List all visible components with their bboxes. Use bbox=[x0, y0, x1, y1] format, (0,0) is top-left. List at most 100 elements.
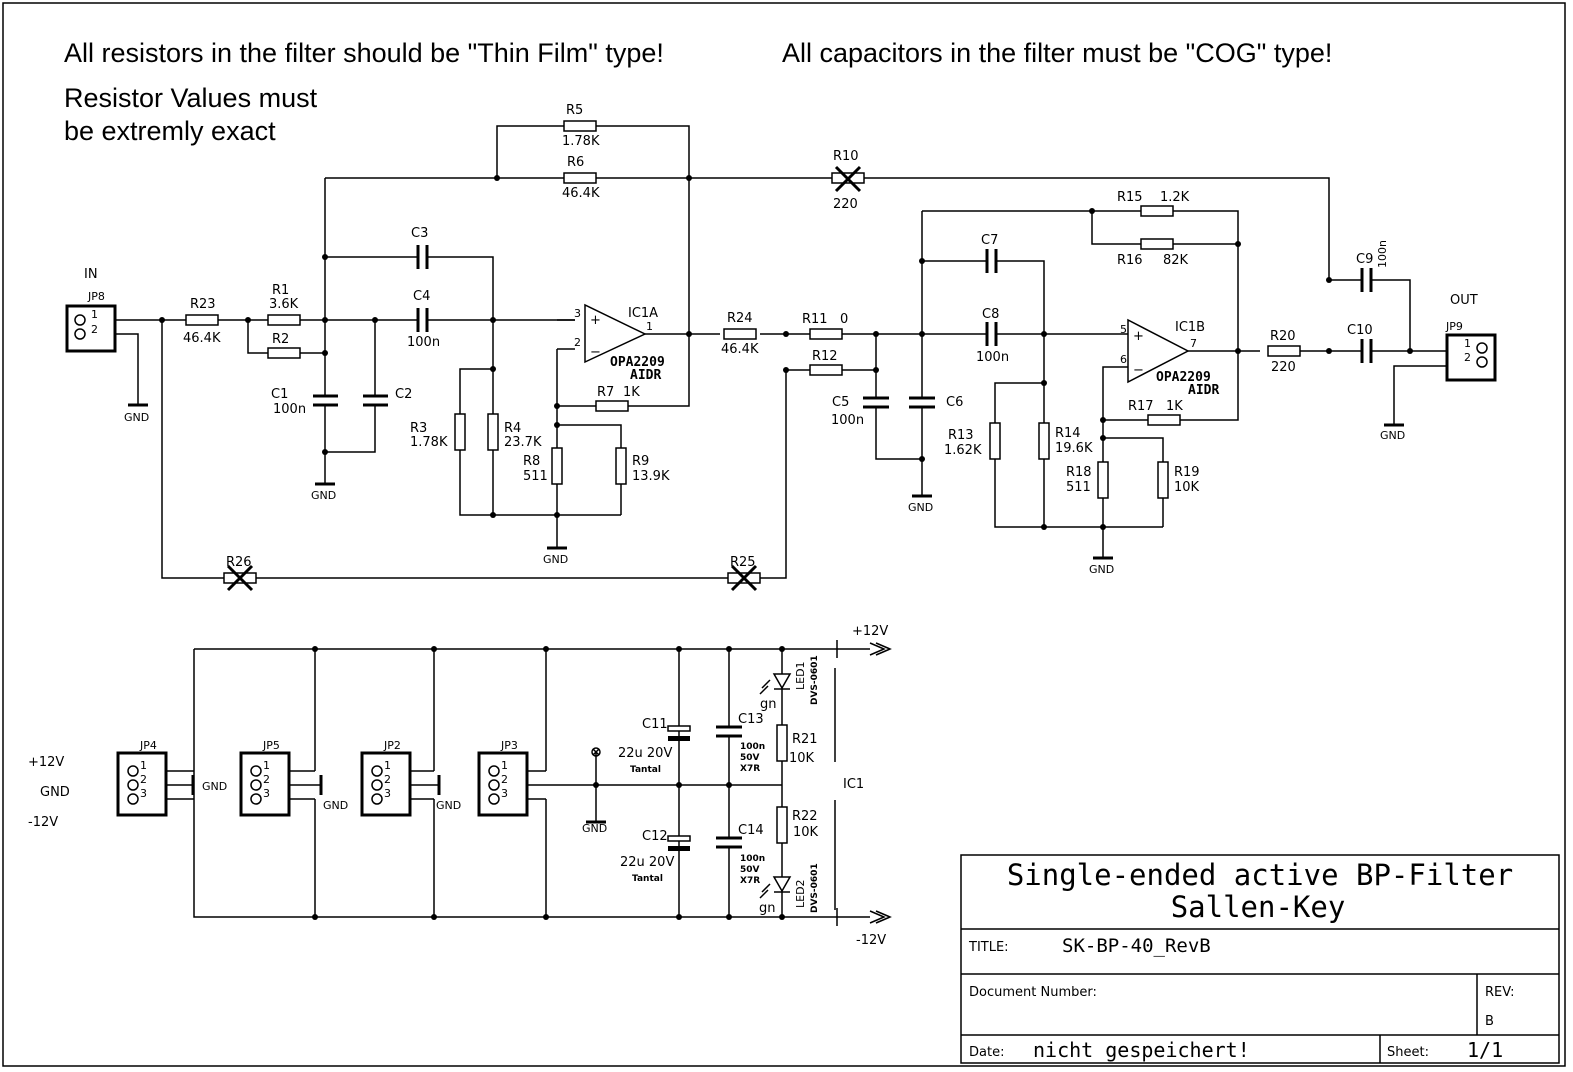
svg-text:1: 1 bbox=[140, 759, 147, 772]
svg-text:gn: gn bbox=[760, 697, 777, 712]
svg-text:R7: R7 bbox=[597, 385, 614, 400]
svg-text:JP4: JP4 bbox=[139, 739, 157, 752]
svg-text:LED1: LED1 bbox=[794, 661, 807, 690]
svg-text:JP2: JP2 bbox=[383, 739, 401, 752]
svg-text:R17: R17 bbox=[1128, 399, 1154, 414]
connector-jp5: 123 JP5 GND bbox=[239, 649, 348, 917]
svg-text:R5: R5 bbox=[566, 103, 583, 118]
resistor-r19 bbox=[1157, 461, 1169, 499]
svg-text:100n: 100n bbox=[976, 350, 1009, 365]
resistor-r6 bbox=[563, 172, 597, 184]
svg-text:C8: C8 bbox=[982, 307, 999, 322]
svg-text:100n: 100n bbox=[831, 413, 864, 428]
svg-text:1K: 1K bbox=[1166, 399, 1183, 414]
svg-text:2: 2 bbox=[574, 336, 581, 349]
svg-text:GND: GND bbox=[1089, 563, 1114, 576]
svg-text:3: 3 bbox=[574, 307, 581, 320]
svg-text:GND: GND bbox=[582, 822, 607, 835]
svg-text:C4: C4 bbox=[413, 289, 430, 304]
svg-text:AIDR: AIDR bbox=[630, 368, 661, 383]
svg-text:10K: 10K bbox=[789, 751, 815, 766]
resistor-r22 bbox=[776, 806, 788, 844]
led2-icon bbox=[772, 876, 792, 893]
svg-text:6: 6 bbox=[1120, 353, 1127, 366]
svg-text:1: 1 bbox=[646, 320, 653, 333]
svg-text:2: 2 bbox=[140, 773, 147, 786]
svg-text:R1: R1 bbox=[272, 283, 289, 298]
resistor-r8 bbox=[551, 447, 563, 485]
resistor-r3 bbox=[454, 413, 466, 451]
svg-text:Document Number:: Document Number: bbox=[969, 985, 1097, 1000]
svg-text:C14: C14 bbox=[738, 823, 764, 838]
svg-text:1.62K: 1.62K bbox=[944, 443, 982, 458]
svg-text:JP9: JP9 bbox=[1445, 320, 1463, 333]
svg-text:R15: R15 bbox=[1117, 190, 1143, 205]
capacitor-c4 bbox=[416, 308, 429, 332]
resistor-r12 bbox=[809, 364, 843, 376]
svg-text:22u 20V: 22u 20V bbox=[618, 746, 672, 761]
svg-text:R24: R24 bbox=[727, 311, 753, 326]
svg-text:−: − bbox=[590, 345, 601, 360]
connector-jp3: 123 JP3 bbox=[477, 649, 782, 917]
capacitor-c5 bbox=[863, 396, 889, 409]
svg-text:R4: R4 bbox=[504, 421, 521, 436]
svg-text:511: 511 bbox=[523, 469, 548, 484]
capacitor-c7 bbox=[985, 249, 998, 273]
svg-text:100n: 100n bbox=[407, 335, 440, 350]
title-value: SK-BP-40_RevB bbox=[1062, 935, 1211, 957]
svg-text:1.78K: 1.78K bbox=[562, 134, 600, 149]
svg-text:50V: 50V bbox=[740, 753, 760, 763]
resistor-r4 bbox=[487, 413, 499, 451]
resistor-r20 bbox=[1267, 345, 1301, 357]
svg-text:C10: C10 bbox=[1347, 323, 1373, 338]
date-value: nicht gespeichert! bbox=[1033, 1038, 1250, 1062]
svg-text:GND: GND bbox=[323, 799, 348, 812]
svg-text:50V: 50V bbox=[740, 865, 760, 875]
label-ic1: IC1 bbox=[843, 777, 864, 792]
svg-text:AIDR: AIDR bbox=[1188, 383, 1219, 398]
label-pwr-plus: +12V bbox=[28, 755, 64, 770]
svg-text:GND: GND bbox=[124, 411, 149, 424]
label-pwr-minus: -12V bbox=[28, 815, 58, 830]
svg-text:46.4K: 46.4K bbox=[183, 331, 221, 346]
title-heading-1: Single-ended active BP-Filter bbox=[1007, 858, 1513, 892]
resistor-r15 bbox=[1140, 205, 1174, 217]
svg-text:GND: GND bbox=[311, 489, 336, 502]
svg-text:100n: 100n bbox=[1376, 240, 1389, 268]
label-plus12: +12V bbox=[852, 624, 888, 639]
junction-dots bbox=[159, 175, 1413, 530]
label-out: OUT bbox=[1450, 293, 1478, 308]
note-resistors: All resistors in the filter should be "T… bbox=[64, 38, 664, 68]
svg-text:C5: C5 bbox=[832, 395, 849, 410]
svg-text:Tantal: Tantal bbox=[630, 765, 661, 775]
led1-icon bbox=[772, 673, 792, 690]
svg-text:DVS-0601: DVS-0601 bbox=[810, 655, 820, 705]
svg-text:R20: R20 bbox=[1270, 329, 1296, 344]
sheet-value: 1/1 bbox=[1467, 1038, 1503, 1062]
svg-text:C9: C9 bbox=[1356, 252, 1373, 267]
svg-text:2: 2 bbox=[1464, 351, 1471, 364]
svg-text:23.7K: 23.7K bbox=[504, 435, 542, 450]
svg-text:R8: R8 bbox=[523, 454, 540, 469]
resistor-r2 bbox=[267, 347, 301, 359]
svg-text:3.6K: 3.6K bbox=[269, 297, 299, 312]
svg-text:22u 20V: 22u 20V bbox=[620, 855, 674, 870]
resistor-r5 bbox=[563, 120, 597, 132]
svg-text:13.9K: 13.9K bbox=[632, 469, 670, 484]
svg-text:C1: C1 bbox=[271, 387, 288, 402]
resistor-r13 bbox=[989, 422, 1001, 460]
svg-text:R21: R21 bbox=[792, 732, 818, 747]
svg-text:C11: C11 bbox=[642, 717, 668, 732]
svg-text:1K: 1K bbox=[623, 385, 640, 400]
svg-text:46.4K: 46.4K bbox=[562, 186, 600, 201]
wire-jp8-gnd bbox=[115, 333, 139, 405]
svg-text:2: 2 bbox=[384, 773, 391, 786]
resistor-r7 bbox=[595, 400, 629, 412]
note-capacitors: All capacitors in the filter must be "CO… bbox=[782, 38, 1332, 68]
input-connector-jp8: 12 IN JP8 bbox=[65, 267, 117, 353]
svg-text:IC1B: IC1B bbox=[1175, 320, 1205, 335]
svg-text:Tantal: Tantal bbox=[632, 874, 663, 884]
svg-text:1.78K: 1.78K bbox=[410, 435, 448, 450]
svg-text:+: + bbox=[1133, 329, 1144, 344]
svg-text:46.4K: 46.4K bbox=[721, 342, 759, 357]
